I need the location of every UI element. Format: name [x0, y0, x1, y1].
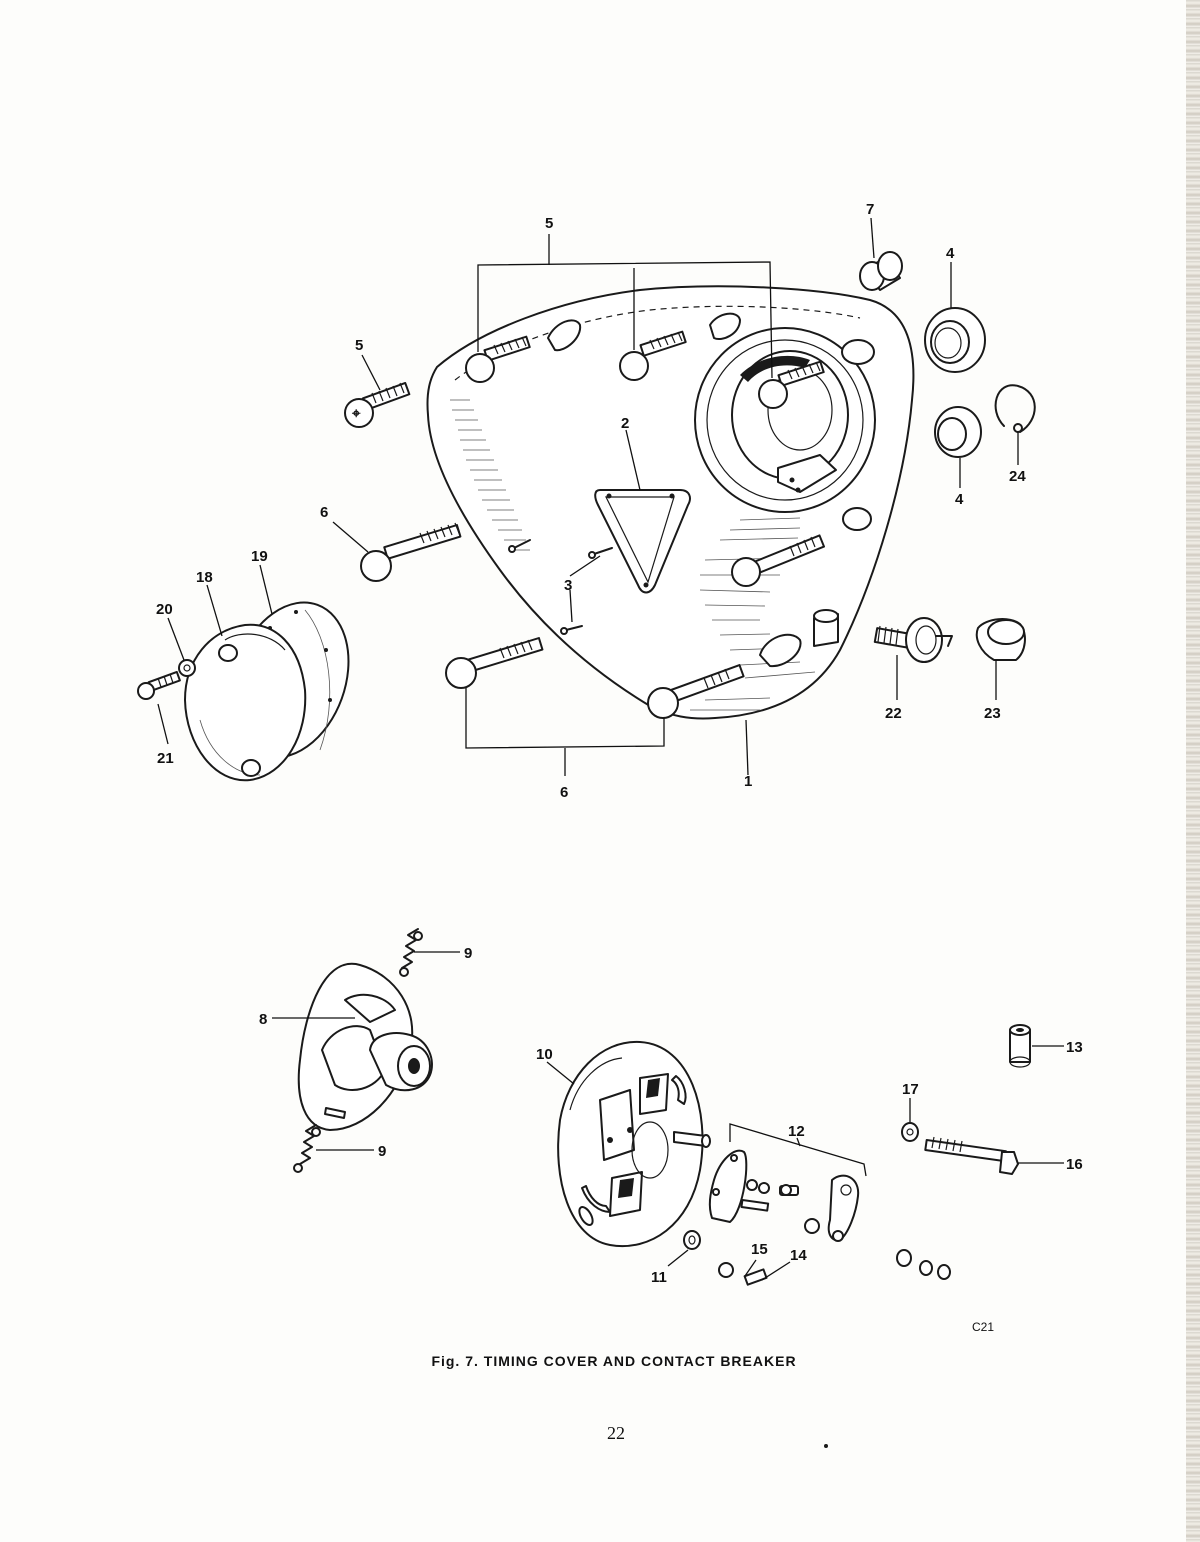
callout-23: 23: [984, 705, 1001, 722]
bush-7: [859, 251, 903, 291]
oil-seal-4-lower: [934, 406, 982, 458]
callout-17: 17: [902, 1081, 919, 1098]
callout-7: 7: [866, 201, 874, 218]
callout-11: 11: [651, 1269, 667, 1286]
circlip-24: [994, 384, 1036, 433]
callout-6-left: 6: [320, 504, 328, 521]
callout-21: 21: [157, 750, 174, 767]
callout-1: 1: [744, 773, 752, 790]
callout-15: 15: [751, 1241, 768, 1258]
callout-9-top: 9: [464, 945, 472, 962]
callout-19: 19: [251, 548, 268, 565]
callout-8: 8: [259, 1011, 267, 1028]
callout-6-bottom: 6: [560, 784, 568, 801]
callout-4-lower: 4: [955, 491, 964, 508]
cover-shading: [450, 399, 816, 711]
callout-10: 10: [536, 1046, 553, 1063]
scanned-page-edge: [1186, 0, 1200, 1542]
callout-16: 16: [1066, 1156, 1083, 1173]
page-number: 22: [607, 1423, 625, 1443]
figure-caption: Fig. 7. TIMING COVER AND CONTACT BREAKER: [431, 1353, 797, 1369]
callout-24: 24: [1009, 468, 1026, 485]
callout-14: 14: [790, 1247, 807, 1264]
callout-22: 22: [885, 705, 902, 722]
callout-4-upper: 4: [946, 245, 955, 262]
callout-12: 12: [788, 1123, 805, 1140]
callout-9-bottom: 9: [378, 1143, 386, 1160]
condenser-parts-12: [708, 1024, 1031, 1286]
cover-screws: ⌖: [344, 330, 826, 719]
callout-2: 2: [621, 415, 629, 432]
breaker-cover: [137, 601, 350, 782]
callout-13: 13: [1066, 1039, 1083, 1056]
callout-20: 20: [156, 601, 173, 618]
leader-lines: [157, 217, 1064, 1281]
auto-advance-unit: [293, 928, 433, 1173]
callout-5-left: 5: [355, 337, 363, 354]
callout-3: 3: [564, 577, 572, 594]
callout-5-top: 5: [545, 215, 553, 232]
cover-cap-23: [975, 618, 1026, 661]
svg-text:⌖: ⌖: [351, 405, 361, 422]
timing-cover: [426, 285, 915, 720]
callout-labels: 1 2 3 4 4 5 5 6 6 7 8 9 9 10 11 12 13 14…: [156, 201, 1083, 1286]
stray-dot: [824, 1444, 828, 1448]
breaker-plate: [557, 1040, 711, 1250]
callout-18: 18: [196, 569, 213, 586]
oil-pressure-switch-22: [873, 617, 953, 663]
oil-seal-4-upper: [924, 307, 986, 373]
drawing-code: C21: [972, 1320, 995, 1334]
